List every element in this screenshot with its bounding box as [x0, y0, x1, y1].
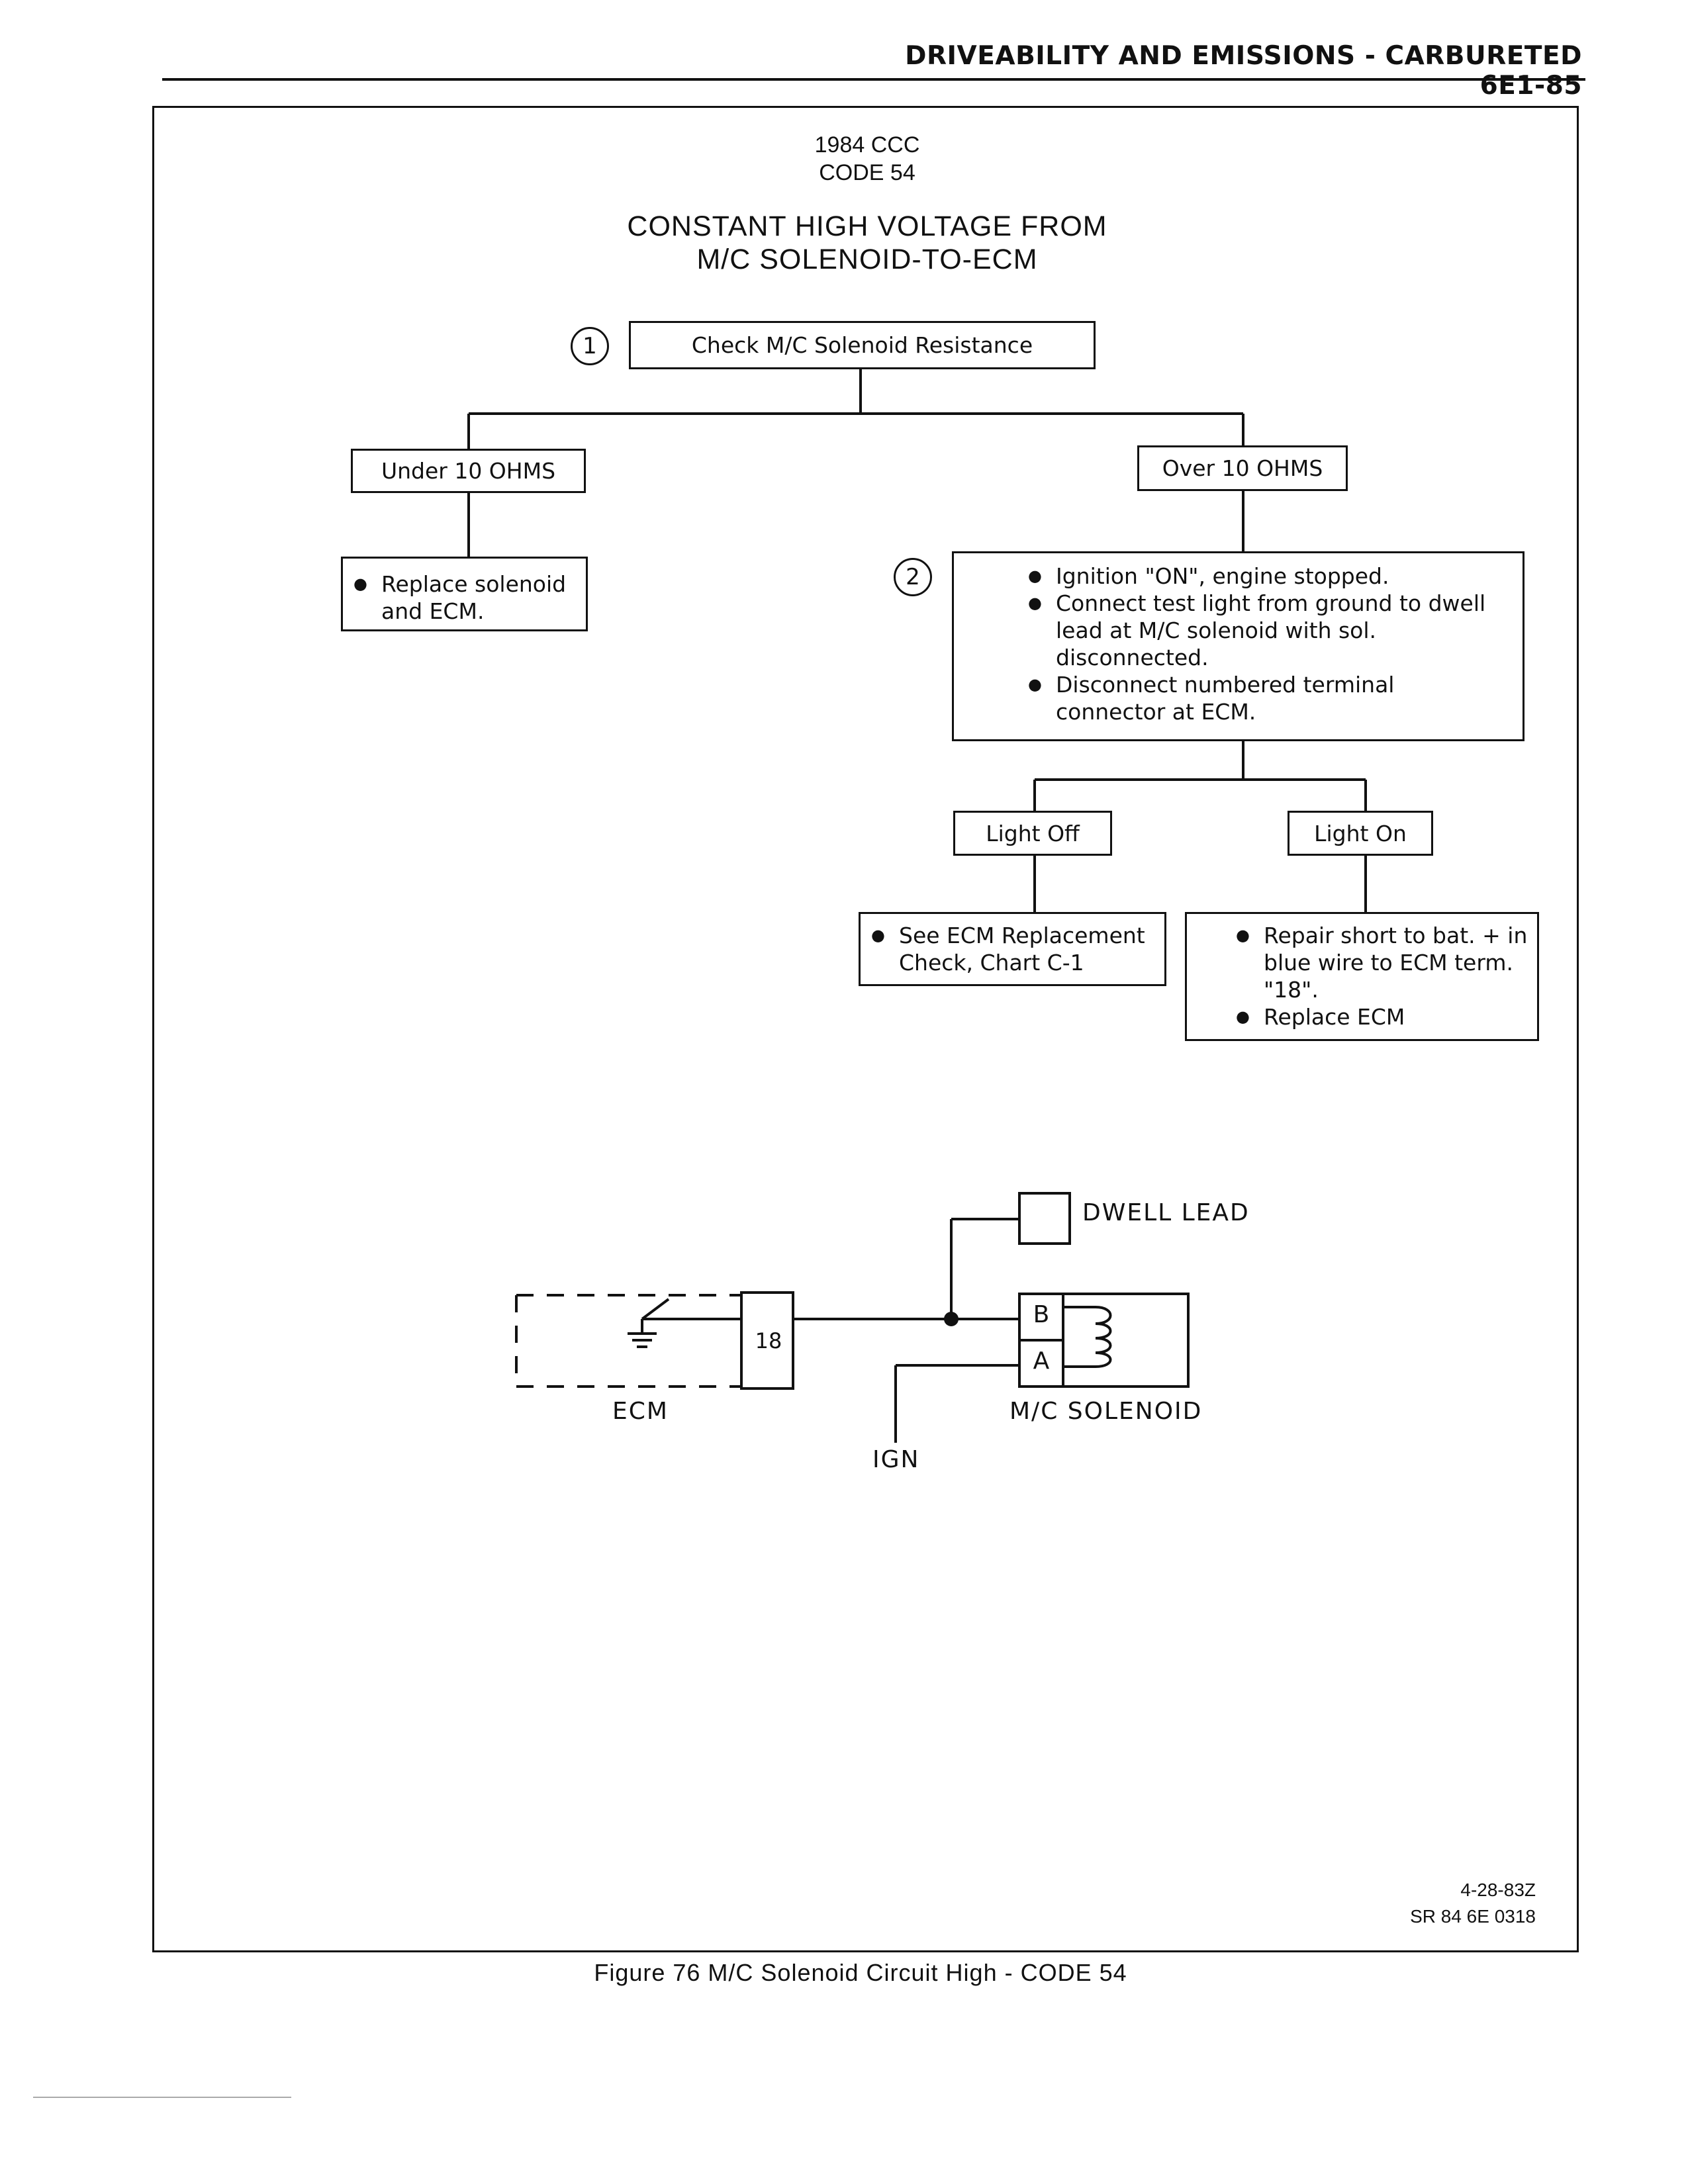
figure-reference-code: SR 84 6E 0318: [1410, 1906, 1536, 1927]
chart-year: 1984 CCC: [814, 132, 920, 158]
ecm-label: ECM: [612, 1398, 669, 1425]
light-off-label: Light Off: [986, 820, 1080, 846]
chart-title-line-1: CONSTANT HIGH VOLTAGE FROM: [627, 210, 1107, 242]
step-2-box: Ignition "ON", engine stopped. Connect t…: [952, 551, 1524, 741]
step-2-number: 2: [894, 558, 932, 596]
ign-label: IGN: [872, 1446, 920, 1473]
light-off-box: Light Off: [953, 811, 1112, 856]
chart-code: CODE 54: [819, 160, 915, 185]
step-2-bullet-test-light: Connect test light from ground to dwell …: [1024, 590, 1509, 671]
step-2-bullet-ignition: Ignition "ON", engine stopped.: [1024, 563, 1509, 590]
over-10-ohms-box: Over 10 OHMS: [1137, 445, 1348, 491]
light-on-label: Light On: [1314, 820, 1407, 846]
header-rule: [162, 78, 1585, 81]
action-replace-solenoid: Replace solenoid and ECM.: [350, 570, 579, 625]
wiring-diagram: [515, 1192, 1190, 1443]
step-1-number: 1: [571, 327, 609, 365]
replace-solenoid-box: Replace solenoid and ECM.: [341, 557, 588, 631]
dwell-lead-label: DWELL LEAD: [1082, 1199, 1250, 1226]
over-10-ohms-label: Over 10 OHMS: [1162, 455, 1323, 481]
terminal-18-label: 18: [755, 1328, 782, 1353]
junction-dot: [944, 1312, 959, 1326]
mc-solenoid-label: M/C SOLENOID: [1009, 1398, 1203, 1425]
under-10-ohms-label: Under 10 OHMS: [381, 458, 556, 484]
action-replace-ecm: Replace ECM: [1232, 1003, 1530, 1030]
figure-date-code: 4-28-83Z: [1460, 1880, 1536, 1900]
running-header: DRIVEABILITY AND EMISSIONS - CARBURETED …: [905, 41, 1582, 101]
step-1-box: Check M/C Solenoid Resistance: [629, 321, 1096, 369]
pin-b-label: B: [1033, 1301, 1050, 1328]
footer-rule: [33, 2097, 291, 2098]
repair-short-box: Repair short to bat. + in blue wire to E…: [1185, 912, 1539, 1041]
chart-title-line-2: M/C SOLENOID-TO-ECM: [696, 244, 1038, 275]
figure-caption: Figure 76 M/C Solenoid Circuit High - CO…: [594, 1959, 1127, 1986]
ecm-replacement-check-box: See ECM Replacement Check, Chart C-1: [859, 912, 1166, 986]
step-1-label: Check M/C Solenoid Resistance: [691, 332, 1033, 358]
action-repair-short: Repair short to bat. + in blue wire to E…: [1232, 922, 1530, 1003]
under-10-ohms-box: Under 10 OHMS: [351, 449, 586, 493]
light-on-box: Light On: [1288, 811, 1433, 856]
pin-a-label: A: [1033, 1347, 1050, 1375]
action-ecm-replacement-check: See ECM Replacement Check, Chart C-1: [867, 922, 1158, 976]
step-2-bullet-disconnect: Disconnect numbered terminal connector a…: [1024, 671, 1509, 725]
figure-frame: [152, 106, 1579, 1952]
